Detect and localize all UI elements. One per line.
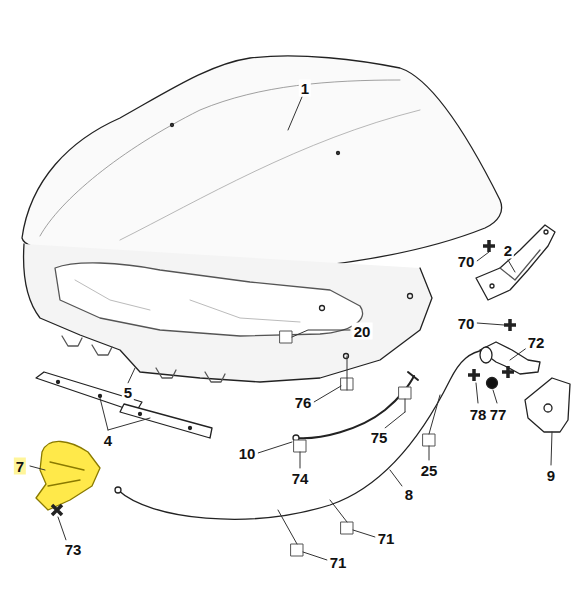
- callout-number: 10: [237, 445, 258, 462]
- callout-number: 78: [468, 406, 489, 423]
- callout-number: 9: [545, 467, 557, 484]
- callout-number: 70: [456, 315, 477, 332]
- callout-number: 1: [299, 80, 311, 97]
- callout-number: 72: [526, 334, 547, 351]
- callout-number: 20: [352, 323, 373, 340]
- callout-number: 71: [328, 554, 349, 571]
- callout-number: 70: [456, 253, 477, 270]
- callout-number: 25: [419, 462, 440, 479]
- callout-number: 73: [63, 541, 84, 558]
- callout-number: 75: [369, 429, 390, 446]
- callout-number: 77: [488, 406, 509, 423]
- callout-number: 8: [403, 486, 415, 503]
- callout-number: 76: [293, 394, 314, 411]
- callout-number: 74: [290, 470, 311, 487]
- callout-number: 5: [122, 384, 134, 401]
- callout-number: 4: [102, 432, 114, 449]
- callout-number: 7: [14, 458, 26, 475]
- callout-number: 2: [502, 242, 514, 259]
- callout-number: 71: [376, 530, 397, 547]
